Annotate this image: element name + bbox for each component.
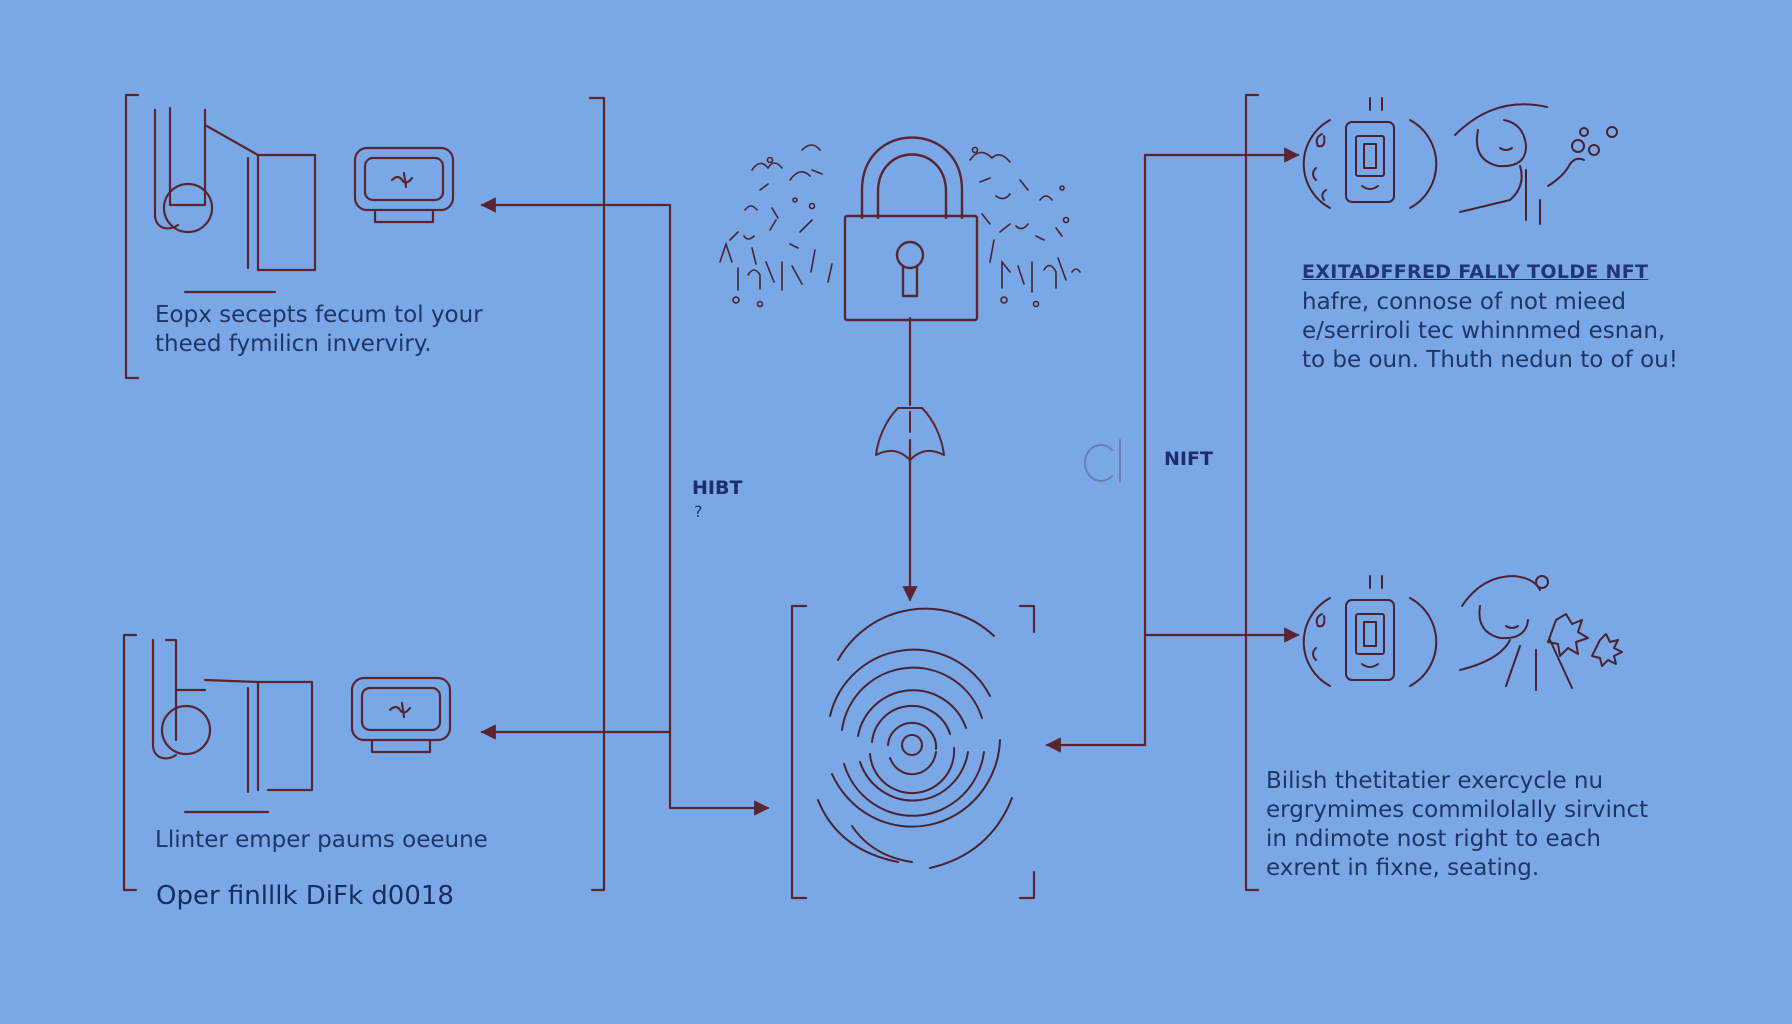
wallet-icon-bottom bbox=[350, 676, 452, 754]
top-right-line-2: e/serriroli tec whinnmed esnan, bbox=[1302, 318, 1666, 344]
center-label-left-sub: ? bbox=[694, 502, 703, 521]
padlock-icon bbox=[843, 136, 979, 322]
data-cloud bbox=[719, 144, 1081, 308]
fingerprint-bracket bbox=[790, 604, 1036, 900]
top-left-line-1: Eopx secepts fecum tol your bbox=[155, 302, 483, 328]
person-icon-bottom bbox=[1459, 575, 1623, 691]
bottom-right-line-3: in ndimote nost right to each bbox=[1266, 826, 1601, 852]
top-right-heading: EXITADFFRED FALLY TOLDE NFT bbox=[1302, 261, 1649, 283]
left-bottom-bracket bbox=[122, 633, 138, 892]
connector-left-top bbox=[480, 197, 770, 816]
fingerprint-icon bbox=[817, 607, 1013, 869]
right-bracket bbox=[1244, 93, 1260, 892]
top-left-description: Eopx secepts fecum tol your theed fymili… bbox=[155, 301, 483, 359]
top-right-line-3: to be oun. Thuth nedun to of ou! bbox=[1302, 347, 1678, 373]
person-icon bbox=[1454, 103, 1618, 225]
wallet-icon bbox=[353, 146, 455, 224]
partial-circle-icon bbox=[1083, 439, 1121, 483]
bottom-left-caption: Oper finlllk DiFk d0018 bbox=[156, 881, 454, 911]
top-left-line-2: theed fymilicn inverviry. bbox=[155, 331, 432, 357]
center-label-right: NIFT bbox=[1164, 448, 1213, 470]
top-right-line-1: hafre, connose of not mieed bbox=[1302, 289, 1627, 315]
phone-icon bbox=[1302, 97, 1438, 209]
book-icon-bottom bbox=[151, 638, 314, 814]
key-icon bbox=[875, 407, 945, 461]
bottom-right-line-2: ergrymimes commilolally sirvinct bbox=[1266, 797, 1649, 823]
bottom-right-line-4: exrent in fixne, seating. bbox=[1266, 855, 1540, 881]
connector-right bbox=[1045, 147, 1300, 753]
bottom-left-description: Llinter emper paums oeeune bbox=[155, 827, 488, 853]
phone-icon-bottom bbox=[1302, 575, 1438, 687]
left-top-bracket bbox=[124, 93, 606, 892]
top-right-description: hafre, connose of not mieed e/serriroli … bbox=[1302, 288, 1678, 375]
center-label-left: HIBT bbox=[692, 477, 743, 499]
book-icon bbox=[153, 106, 317, 294]
bottom-right-line-1: Bilish thetitatier exercycle nu bbox=[1266, 768, 1604, 794]
bottom-right-description: Bilish thetitatier exercycle nu ergrymim… bbox=[1266, 767, 1648, 883]
